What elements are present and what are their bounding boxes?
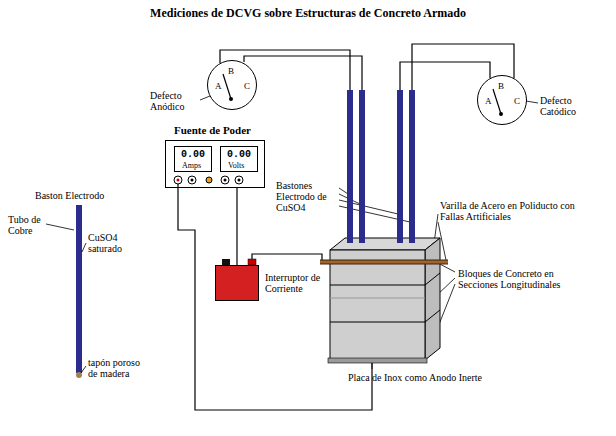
terminals	[174, 176, 256, 265]
rebar	[320, 260, 448, 265]
cathodic-meter: ABC	[477, 75, 527, 125]
callout-label: Defecto Catódico	[540, 95, 600, 117]
anodic-meter-text: A	[215, 81, 222, 91]
stainless-plate	[328, 358, 427, 363]
wire-connector	[236, 188, 237, 265]
volts-display-text: Volts	[228, 161, 244, 170]
concrete-blocks	[330, 238, 440, 360]
current-interrupter-text: Interruptor de Corriente	[265, 272, 331, 294]
amps-display-text: 0.00	[181, 149, 205, 160]
leader-lines	[46, 96, 538, 373]
diagram-title: Mediciones de DCVG sobre Estructuras de …	[0, 6, 616, 20]
cuso4-electrodes	[347, 90, 415, 243]
cathodic-meter-text: B	[498, 81, 504, 91]
current-interrupter: Interruptor de Corriente	[215, 265, 259, 301]
anodic-meter-text: B	[228, 66, 234, 76]
callout-label: Bastones Electrodo de CuSO4	[276, 180, 338, 213]
callout-label: tapón poroso de madera	[88, 357, 150, 379]
callout-label: Defecto Anódico	[150, 90, 200, 112]
callout-label: Tubo de Cobre	[8, 214, 46, 236]
anodic-meter: ABC	[207, 60, 257, 110]
meter-wires	[220, 44, 514, 92]
copper-tube	[76, 205, 82, 373]
cathodic-meter-text: A	[485, 96, 492, 106]
callout-label: Baston Electrodo	[35, 190, 145, 201]
power-source: Fuente de Poder0.00Amps0.00Volts	[165, 140, 265, 188]
volts-display: 0.00Volts	[220, 146, 258, 172]
amps-display-text: Amps	[182, 161, 201, 170]
callout-label: CuSO4 saturado	[88, 232, 140, 254]
anodic-meter-text: C	[244, 81, 250, 91]
amps-display: 0.00Amps	[174, 146, 212, 172]
power-source-text: Fuente de Poder	[174, 124, 251, 136]
callout-label: Bloques de Concreto en Secciones Longitu…	[458, 268, 590, 290]
cathodic-meter-text: C	[514, 96, 520, 106]
volts-display-text: 0.00	[227, 149, 251, 160]
rebar	[320, 261, 448, 264]
callout-label: Placa de Inox como Anodo Inerte	[330, 372, 500, 383]
callout-label: Varilla de Acero en Poliducto con Fallas…	[440, 200, 590, 222]
